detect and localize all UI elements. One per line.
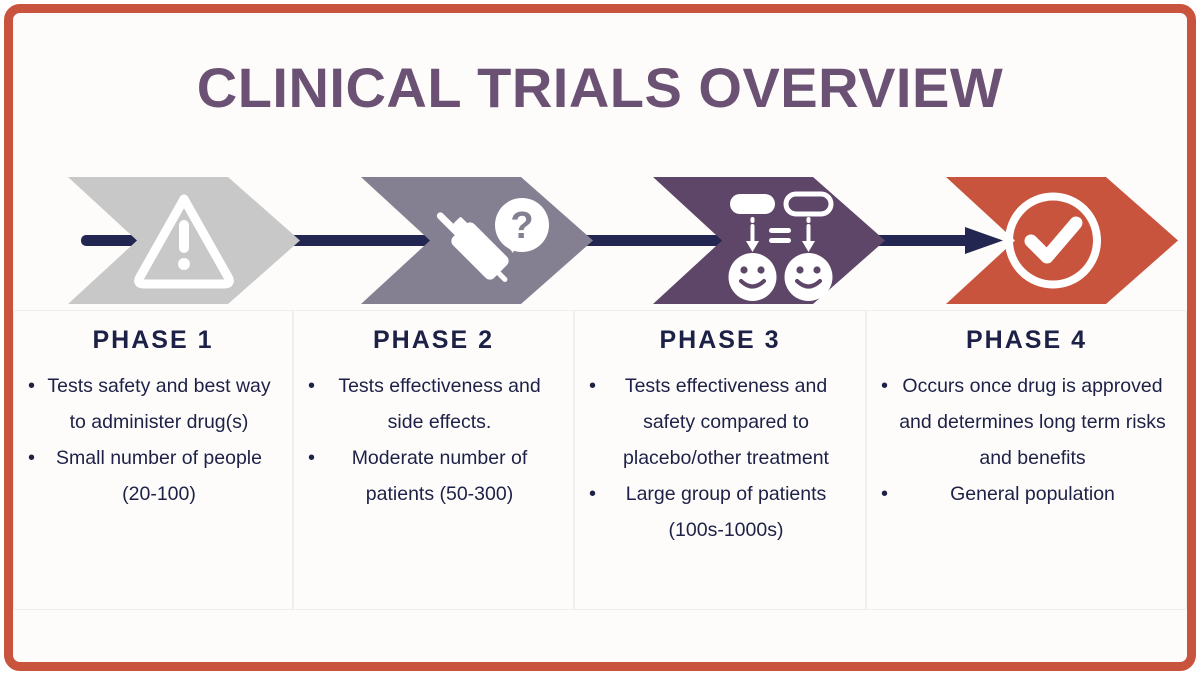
phase-1-chevron[interactable] xyxy=(68,177,300,304)
list-item: • Moderate number of patients (50-300) xyxy=(300,440,567,512)
syringe-question-icon xyxy=(436,212,509,282)
smiley-face-right xyxy=(784,253,833,301)
list-item: • Occurs once drug is approved and determ… xyxy=(873,368,1180,476)
list-item-text: Small number of people (20-100) xyxy=(56,447,262,506)
phase-4-title: PHASE 4 xyxy=(966,326,1087,354)
phase-1-title: PHASE 1 xyxy=(92,326,214,354)
list-item: • Tests effectiveness and safety compared… xyxy=(581,368,859,476)
bullet-glyph: • xyxy=(308,375,316,397)
list-item: • Small number of people (20-100) xyxy=(20,440,286,512)
phase-4-points: • Occurs once drug is approved and determ… xyxy=(873,368,1180,512)
phase-2-card[interactable]: PHASE 2 • Tests effectiveness and side ef… xyxy=(293,310,574,610)
list-item: • Tests effectiveness and side effects. xyxy=(300,368,567,440)
list-item: • Large group of patients (100s-1000s) xyxy=(581,476,859,548)
list-item-text: Tests effectiveness and safety compared … xyxy=(623,375,829,470)
warning-exclamation-mark xyxy=(178,220,190,270)
phase-2-title: PHASE 2 xyxy=(373,326,494,354)
slide-inner-surface: CLINICAL TRIALS OVERVIEW xyxy=(13,13,1187,662)
pills-comparison-icon xyxy=(728,191,834,301)
phase-4-card[interactable]: PHASE 4 • Occurs once drug is approved an… xyxy=(866,310,1187,610)
bullet-glyph: • xyxy=(589,375,597,397)
list-item-text: Moderate number of patients (50-300) xyxy=(351,447,528,506)
phase-details-columns: PHASE 1 • Tests safety and best way to ad… xyxy=(13,310,1187,610)
phase-1-points: • Tests safety and best way to administer… xyxy=(20,368,286,512)
list-item-text: Tests effectiveness and side effects. xyxy=(338,375,541,434)
phase-arrow-band: ? xyxy=(13,165,1187,315)
question-bubble-icon: ? xyxy=(495,198,549,253)
list-item-text: Occurs once drug is approved and determi… xyxy=(899,375,1166,470)
phase-3-points: • Tests effectiveness and safety compared… xyxy=(581,368,859,548)
phase-1-card[interactable]: PHASE 1 • Tests safety and best way to ad… xyxy=(13,310,293,610)
phase-2-points: • Tests effectiveness and side effects. •… xyxy=(300,368,567,512)
bullet-glyph: • xyxy=(881,375,889,397)
list-item: • Tests safety and best way to administer… xyxy=(20,368,286,440)
list-item-text: Large group of patients (100s-1000s) xyxy=(625,483,827,542)
phase-2-chevron[interactable]: ? xyxy=(361,177,593,304)
phase-4-chevron[interactable] xyxy=(946,177,1178,304)
bullet-glyph: • xyxy=(881,483,889,506)
warning-triangle-icon xyxy=(134,194,234,289)
page-title: CLINICAL TRIALS OVERVIEW xyxy=(196,56,1004,119)
bullet-glyph: • xyxy=(589,483,597,506)
bullet-glyph: • xyxy=(28,447,36,470)
svg-text:?: ? xyxy=(510,205,533,247)
phase-3-chevron[interactable] xyxy=(653,177,885,304)
check-circle-icon xyxy=(1005,192,1101,289)
bullet-glyph: • xyxy=(308,447,316,470)
list-item-text: Tests safety and best way to administer … xyxy=(47,375,271,434)
phase-3-title: PHASE 3 xyxy=(659,326,781,354)
phase-3-card[interactable]: PHASE 3 • Tests effectiveness and safety … xyxy=(574,310,866,610)
bullet-glyph: • xyxy=(28,375,36,397)
list-item: • General population xyxy=(873,476,1180,512)
list-item-text: General population xyxy=(950,483,1115,506)
smiley-face-left xyxy=(728,253,777,301)
